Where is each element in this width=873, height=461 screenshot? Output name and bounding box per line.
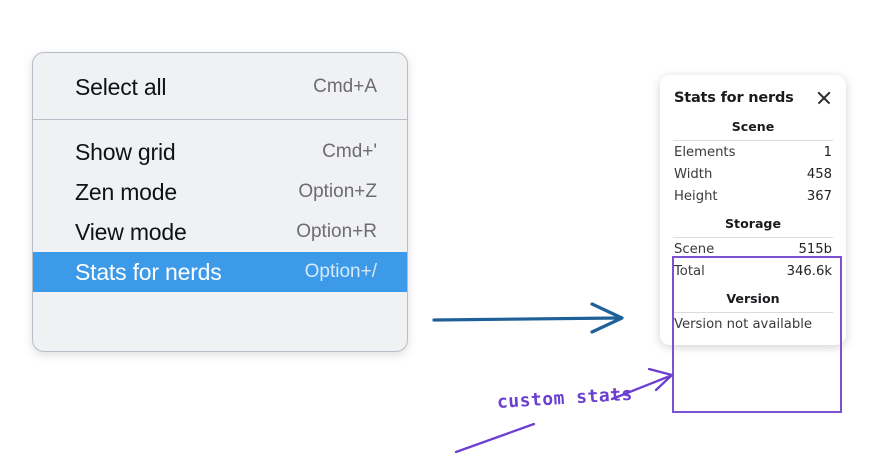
section-version: Version Version not available: [660, 282, 846, 334]
menu-item-shortcut: Cmd+': [322, 141, 377, 162]
menu-item-label: View mode: [75, 218, 187, 245]
section-heading: Storage: [724, 216, 781, 231]
stat-value: 1: [823, 144, 832, 160]
menu-item-stats-for-nerds[interactable]: Stats for nerds Option+/: [33, 252, 407, 292]
section-divider: [673, 237, 833, 238]
menu-item-shortcut: Option+/: [304, 261, 377, 282]
version-value: Version not available: [674, 317, 812, 332]
menu-group-1: Select all Cmd+A: [33, 53, 407, 120]
menu-item-shortcut: Cmd+A: [313, 76, 377, 97]
stat-row: Height 367: [660, 185, 846, 207]
stat-row: Scene 515b: [660, 238, 846, 260]
menu-item-shortcut: Option+R: [296, 221, 377, 242]
stat-key: Width: [674, 166, 713, 182]
stat-value: 515b: [798, 241, 832, 257]
stat-value: 367: [806, 188, 832, 204]
stats-for-nerds-panel[interactable]: Stats for nerds Scene Elements 1 Width 4…: [660, 75, 846, 413]
stat-row: Elements 1: [660, 141, 846, 163]
section-scene: Scene Elements 1 Width 458 Height 367: [660, 110, 846, 207]
menu-item-view-mode[interactable]: View mode Option+R: [33, 212, 407, 252]
stat-key: Elements: [674, 144, 736, 160]
stat-row: Total 346.6k: [660, 260, 846, 282]
section-heading: Scene: [731, 119, 775, 134]
menu-item-show-grid[interactable]: Show grid Cmd+': [33, 132, 407, 172]
stat-row: Width 458: [660, 163, 846, 185]
section-heading: Version: [726, 291, 780, 306]
menu-item-label: Show grid: [75, 138, 176, 165]
stat-value: 458: [806, 166, 832, 182]
menu-group-2: Show grid Cmd+' Zen mode Option+Z View m…: [33, 120, 407, 302]
close-icon[interactable]: [815, 89, 833, 107]
stat-value: 346.6k: [786, 263, 832, 279]
panel-title: Stats for nerds: [674, 90, 794, 106]
section-divider: [673, 312, 833, 313]
menu-item-zen-mode[interactable]: Zen mode Option+Z: [33, 172, 407, 212]
context-menu[interactable]: Select all Cmd+A Show grid Cmd+' Zen mod…: [32, 52, 408, 352]
menu-item-label: Zen mode: [75, 178, 177, 205]
stat-key: Scene: [674, 241, 715, 257]
stat-key: Total: [674, 263, 705, 279]
menu-item-label: Stats for nerds: [75, 258, 222, 285]
menu-item-shortcut: Option+Z: [298, 181, 377, 202]
panel-header: Stats for nerds: [660, 86, 846, 110]
blue-arrow: [432, 302, 624, 334]
section-divider: [673, 140, 833, 141]
menu-item-select-all[interactable]: Select all Cmd+A: [33, 67, 407, 107]
annotation-label-custom-stats: custom stats: [496, 383, 634, 413]
menu-item-label: Select all: [75, 73, 167, 100]
stat-key: Height: [674, 188, 718, 204]
purple-tail-stroke: [454, 422, 536, 454]
menu-bottom-padding: [33, 292, 407, 302]
section-storage: Storage Scene 515b Total 346.6k: [660, 207, 846, 282]
